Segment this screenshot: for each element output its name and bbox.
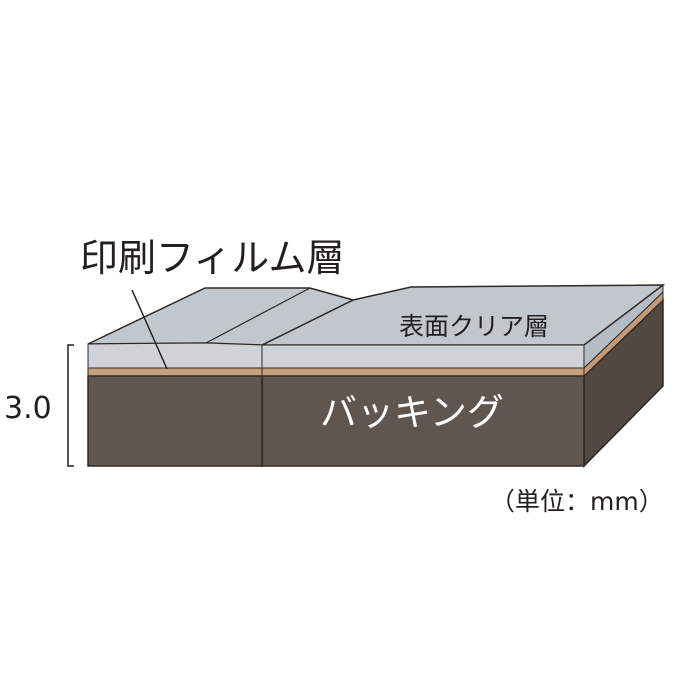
flooring-block [87, 283, 666, 468]
right-print-film-front [261, 367, 585, 377]
left-block [87, 287, 356, 467]
backing-label: バッキング [320, 391, 504, 434]
right-clear-layer-front [261, 344, 585, 369]
print-film-leader-line [131, 289, 168, 370]
surface-clear-layer-label: 表面クリア層 [399, 312, 549, 341]
left-backing-front [87, 375, 263, 467]
left-clear-layer-front [87, 342, 263, 369]
thickness-value-label: 3.0 [4, 391, 52, 426]
thickness-bracket [67, 344, 74, 467]
print-film-layer-label: 印刷フィルム層 [80, 236, 344, 280]
left-print-film-front [87, 367, 263, 377]
unit-label: （単位：mm） [490, 487, 664, 516]
left-clear-layer-fold [205, 287, 311, 344]
